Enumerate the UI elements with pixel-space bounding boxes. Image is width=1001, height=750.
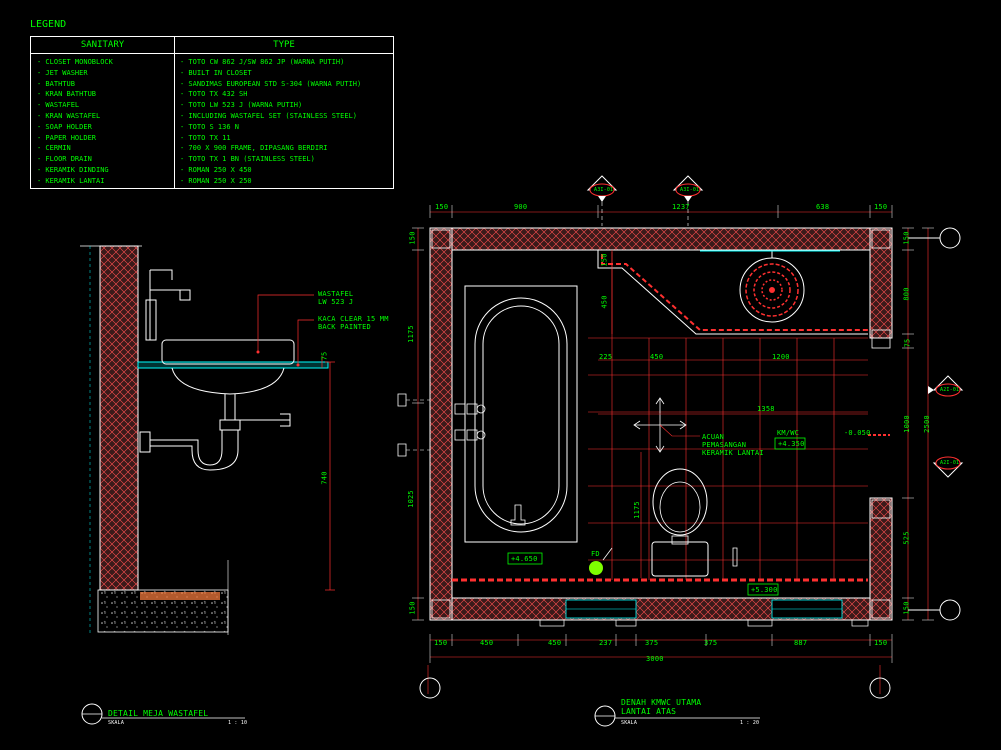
legend-item: - PAPER HOLDER bbox=[37, 133, 97, 142]
floor-note-1: ACUAN bbox=[702, 433, 725, 441]
note-kaca-2: BACK PAINTED bbox=[318, 323, 371, 331]
detail-wastafel bbox=[80, 245, 335, 725]
legend-col-type: TYPE bbox=[174, 37, 394, 54]
legend-type: - INCLUDING WASTAFEL SET (STAINLESS STEE… bbox=[180, 112, 358, 120]
section-tag-c: A2I-01 bbox=[940, 387, 960, 393]
plan-subtitle: LANTAI ATAS bbox=[621, 707, 677, 716]
dim-bottom-total: 3000 bbox=[646, 655, 664, 663]
dim-inner-1358: 1358 bbox=[757, 405, 775, 413]
legend-item: - KRAN WASTAFEL bbox=[37, 112, 101, 120]
dim-inner-450b: 450 bbox=[650, 353, 664, 361]
legend-type: - TOTO CW 862 J/SW 862 JP (WARNA PUTIH) bbox=[180, 58, 345, 66]
legend-item: - JET WASHER bbox=[37, 68, 88, 77]
dim-left-3: 1025 bbox=[406, 490, 415, 508]
legend-table: SANITARY TYPE - CLOSET MONOBLOCK - TOTO C… bbox=[30, 36, 394, 189]
legend-item: - FLOOR DRAIN bbox=[37, 155, 92, 164]
legend-type: - ROMAN 250 X 450 bbox=[180, 166, 252, 174]
plan-scale-value: 1 : 20 bbox=[740, 720, 760, 726]
note-wastafel-type: LW 523 J bbox=[318, 298, 354, 306]
legend-title: LEGEND bbox=[30, 19, 67, 30]
legend-type: - 700 X 900 FRAME, DIPASANG BERDIRI bbox=[180, 144, 328, 153]
dim-bottom-5: 375 bbox=[645, 639, 659, 647]
section-tag-b: A3I-01 bbox=[680, 187, 700, 193]
legend-type: - TOTO TX 11 bbox=[180, 133, 231, 142]
plan-title: DENAH KMWC UTAMA bbox=[621, 698, 702, 707]
legend-item: - KERAMIK LANTAI bbox=[37, 176, 105, 185]
room-level: +4.350 bbox=[778, 440, 805, 448]
detail-scale-label: SKALA bbox=[108, 720, 125, 726]
note-wastafel: WASTAFEL bbox=[318, 290, 354, 298]
dim-bottom-4: 237 bbox=[599, 639, 613, 647]
dim-bottom-6: 375 bbox=[704, 639, 718, 647]
legend-type: - TOTO TX 432 SH bbox=[180, 90, 248, 99]
legend-divider bbox=[174, 37, 175, 188]
level-floor: +5.300 bbox=[751, 586, 778, 594]
dim-bottom-8: 150 bbox=[874, 639, 888, 647]
legend-type: - SANDIMAS EUROPEAN STD S-304 (WARNA PUT… bbox=[180, 79, 362, 88]
dim-75: 75 bbox=[320, 351, 329, 361]
room-name: KM/WC bbox=[777, 429, 800, 437]
level-tub: +4.650 bbox=[511, 555, 538, 563]
dim-top-1: 150 bbox=[435, 203, 449, 211]
legend-type: - ROMAN 250 X 250 bbox=[180, 176, 252, 185]
detail-title: DETAIL MEJA WASTAFEL bbox=[108, 709, 209, 718]
dim-inner-150: 150 bbox=[600, 253, 609, 267]
dim-right-6: 150 bbox=[902, 601, 911, 615]
dim-top-4: 638 bbox=[816, 203, 830, 211]
dim-bottom-3: 450 bbox=[548, 639, 562, 647]
plan-dim-ticks bbox=[412, 205, 934, 663]
dim-right-1: 150 bbox=[902, 231, 911, 245]
dim-inner-1200: 1200 bbox=[772, 353, 790, 361]
plan-title-symbol bbox=[594, 705, 760, 727]
dim-top-2: 900 bbox=[514, 203, 528, 211]
floor-note-3: KERAMIK LANTAI bbox=[702, 449, 764, 457]
dim-right-total: 2500 bbox=[922, 415, 931, 433]
legend-item: - KRAN BATHTUB bbox=[37, 90, 97, 99]
legend-col-sanitary: SANITARY bbox=[31, 37, 174, 54]
dim-inner-225: 225 bbox=[599, 353, 613, 361]
dim-left-1: 150 bbox=[408, 231, 417, 245]
dim-bottom-2: 450 bbox=[480, 639, 494, 647]
legend-item: - SOAP HOLDER bbox=[37, 122, 92, 131]
grid-bubbles bbox=[419, 227, 961, 699]
dim-left-2: 1175 bbox=[406, 325, 415, 343]
plan-dim-lines bbox=[417, 211, 929, 694]
section-tag-d: A2I-01 bbox=[940, 460, 960, 466]
dim-bottom-7: 887 bbox=[794, 639, 808, 647]
dim-inner-1175: 1175 bbox=[632, 501, 641, 519]
level-minus: -0.050 bbox=[844, 429, 871, 437]
dim-right-3: 75 bbox=[903, 338, 912, 348]
floor-drain-label: FD bbox=[591, 550, 600, 558]
legend-type: - BUILT IN CLOSET bbox=[180, 68, 252, 77]
legend-type: - TOTO LW 523 J (WARNA PUTIH) bbox=[180, 101, 303, 110]
note-kaca: KACA CLEAR 15 MM bbox=[318, 315, 389, 323]
legend-item: - CLOSET MONOBLOCK bbox=[37, 58, 113, 66]
legend-type: - TOTO TX 1 BN (STAINLESS STEEL) bbox=[180, 155, 315, 164]
dim-top-5: 150 bbox=[874, 203, 888, 211]
legend-type: - TOTO S 136 N bbox=[180, 122, 240, 131]
dim-740: 740 bbox=[320, 471, 329, 485]
dim-left-4: 150 bbox=[408, 601, 417, 615]
dim-inner-450: 450 bbox=[600, 295, 609, 309]
legend-item: - BATHTUB bbox=[37, 79, 75, 88]
dim-right-2: 800 bbox=[902, 287, 911, 301]
floor-note-2: PEMASANGAN bbox=[702, 441, 747, 449]
legend-item: - CERMIN bbox=[37, 144, 71, 153]
plan-scale-label: SKALA bbox=[621, 720, 638, 726]
legend-item: - WASTAFEL bbox=[37, 101, 80, 110]
dim-top-3: 1237 bbox=[672, 203, 690, 211]
dim-bottom-1: 150 bbox=[434, 639, 448, 647]
dim-right-5: 525 bbox=[902, 531, 911, 545]
plan-drawing bbox=[429, 227, 893, 627]
detail-scale-value: 1 : 10 bbox=[228, 720, 248, 726]
dim-right-4: 1000 bbox=[902, 415, 911, 433]
section-markers bbox=[397, 175, 964, 478]
legend-item: - KERAMIK DINDING bbox=[37, 166, 109, 174]
section-tag-a: A3I-01 bbox=[594, 187, 614, 193]
